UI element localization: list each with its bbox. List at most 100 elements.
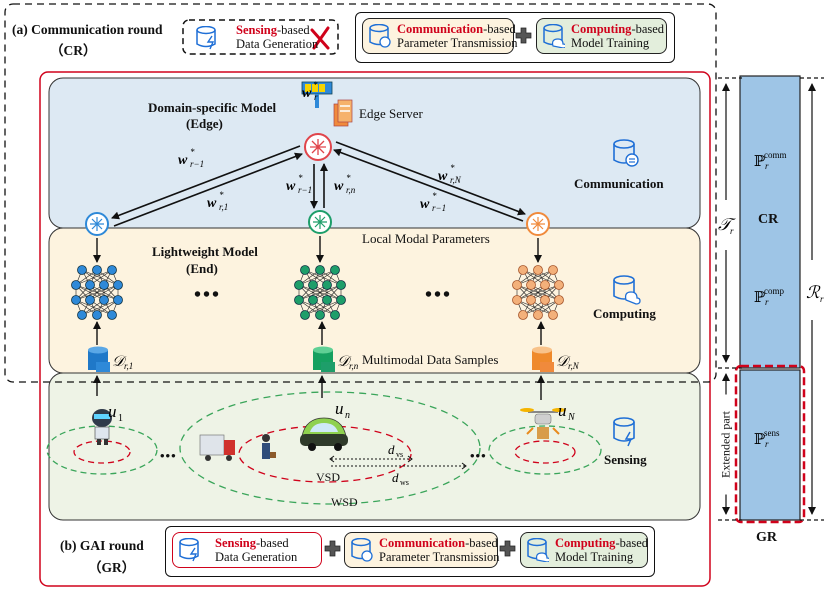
svg-text:*: * — [346, 173, 351, 183]
communication-database-icon — [369, 24, 391, 48]
network-node — [330, 265, 340, 275]
lightweight-model-title: Lightweight Model — [152, 244, 258, 259]
edge-server-label: Edge Server — [359, 106, 423, 121]
network-node — [107, 265, 117, 275]
svg-text:*: * — [219, 190, 224, 200]
network-node — [554, 280, 564, 290]
svg-text:vs: vs — [396, 450, 403, 459]
gai-round-title: (b) GAI round — [60, 538, 144, 553]
svg-text:r−1: r−1 — [298, 185, 312, 195]
edge-server-icon — [301, 81, 353, 127]
communication-database-icon — [613, 139, 639, 167]
sensing-database-icon — [196, 26, 216, 50]
computing-database-icon — [527, 538, 549, 562]
end-model-icon-N — [526, 212, 550, 236]
sensing-line2: Data Generation — [215, 550, 298, 564]
neural-network-n — [294, 265, 346, 320]
svg-text:comm: comm — [764, 150, 787, 160]
wsd-label: WSD — [331, 495, 358, 509]
svg-text:w: w — [286, 179, 296, 194]
network-node — [554, 295, 564, 305]
svg-text:d: d — [388, 442, 395, 457]
svg-text:*: * — [432, 191, 437, 201]
svg-text:r: r — [730, 226, 734, 236]
top-sensing-box-frame — [182, 19, 339, 55]
robot-device-icon — [92, 409, 112, 445]
sensing-keyword: Sensing — [215, 536, 256, 550]
sensing-range-N-outer — [488, 425, 602, 475]
edge-model-icon — [304, 133, 332, 161]
svg-text:*: * — [313, 80, 318, 90]
network-node — [308, 295, 318, 305]
data-samples-icon-n — [313, 346, 335, 372]
neural-network-1 — [71, 265, 123, 320]
timeline-extended-frame — [734, 364, 806, 524]
svg-text:r,N: r,N — [568, 361, 580, 371]
network-node — [294, 280, 304, 290]
svg-text:w: w — [438, 169, 448, 184]
sensing-range-1-inner — [73, 440, 131, 464]
svg-text:r,n: r,n — [349, 361, 359, 371]
compute-keyword: Computing — [571, 22, 632, 36]
network-node — [315, 310, 325, 320]
network-node — [113, 280, 123, 290]
comm-line2: Parameter Transmission — [379, 550, 500, 564]
end-model-icon-1 — [85, 212, 109, 236]
network-node — [315, 265, 325, 275]
network-node — [85, 295, 95, 305]
network-node — [71, 280, 81, 290]
comm-suffix: -based — [465, 536, 498, 550]
communication-round-frame — [4, 3, 717, 383]
timeline-cr-label: CR — [758, 212, 779, 227]
bottom-group-frame — [165, 526, 655, 577]
network-node — [322, 280, 332, 290]
top-training-group-frame — [355, 12, 675, 63]
compute-line2: Model Training — [571, 36, 650, 50]
lightweight-model-subtitle: (End) — [186, 261, 218, 276]
svg-text:u: u — [558, 401, 567, 420]
sensing-range-N-inner — [514, 440, 576, 464]
top-sensing-legend: Sensing-based Data Generation — [190, 20, 335, 54]
network-node — [322, 295, 332, 305]
drone-device-icon — [520, 408, 566, 439]
network-node — [512, 280, 522, 290]
sensing-keyword: Sensing — [236, 23, 277, 37]
timeline-extended-label: Extended part — [718, 394, 734, 495]
computing-database-icon — [543, 24, 565, 48]
edge-model-subtitle: (Edge) — [186, 116, 223, 131]
network-node — [92, 265, 102, 275]
svg-text:u: u — [335, 399, 344, 418]
end-model-icon-n — [308, 210, 332, 234]
network-node — [533, 310, 543, 320]
communication-database-icon — [351, 538, 373, 562]
ellipsis-sensing-left: ••• — [160, 448, 177, 463]
svg-text:r: r — [765, 439, 769, 449]
network-node — [548, 310, 558, 320]
svg-text:N: N — [567, 412, 576, 423]
sensing-panel — [48, 372, 701, 521]
svg-text:r−1: r−1 — [190, 159, 204, 169]
timeline-bar-gr — [739, 369, 801, 521]
network-node — [99, 295, 109, 305]
network-node — [300, 310, 310, 320]
neural-network-N — [512, 265, 564, 320]
comm-suffix: -based — [483, 22, 516, 36]
svg-text:comp: comp — [764, 286, 784, 296]
network-node — [540, 280, 550, 290]
data-samples-icon-N — [532, 346, 554, 372]
compute-keyword: Computing — [555, 536, 616, 550]
comm-keyword: Communication — [397, 22, 484, 36]
svg-text:r: r — [765, 161, 769, 171]
disabled-x-icon — [310, 26, 330, 50]
sensing-suffix: -based — [277, 23, 310, 37]
svg-text:r−1: r−1 — [432, 203, 446, 213]
bottom-computing-legend: Computing-based Model Training — [520, 532, 648, 568]
truck-icon — [199, 434, 235, 461]
sensing-line2: Data Generation — [236, 37, 319, 51]
plus-icon — [324, 27, 532, 557]
svg-text:r,n: r,n — [346, 185, 356, 195]
svg-text:𝒟: 𝒟 — [556, 354, 571, 370]
